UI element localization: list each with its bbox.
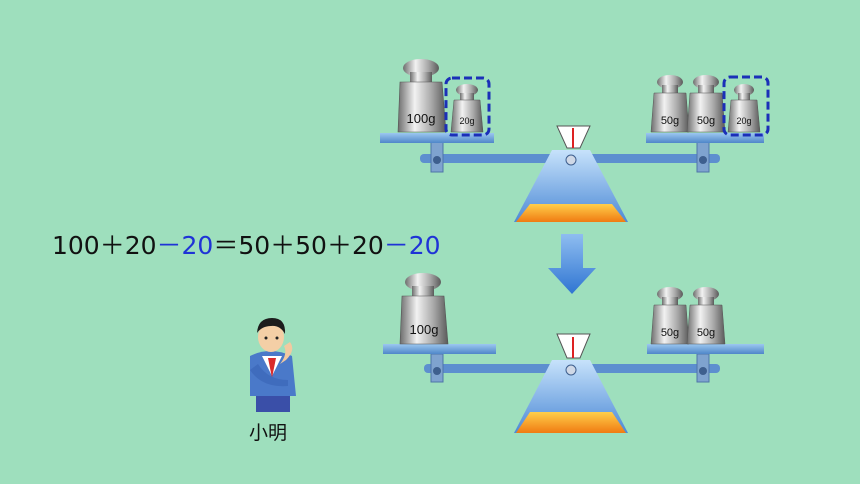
- equation-part: 100＋20: [52, 231, 157, 260]
- weight-50g: 50g: [686, 75, 726, 133]
- highlight-box-right: [722, 75, 770, 137]
- weight-label: 100g: [410, 322, 439, 337]
- boy-figure: [250, 318, 296, 412]
- scale-base-stripe: [516, 412, 626, 433]
- weight-50g: 50g: [650, 75, 690, 133]
- weight-100g: 100g: [397, 59, 447, 133]
- character-name: 小明: [249, 422, 288, 444]
- highlight-box-left: [444, 76, 491, 137]
- weight-label: 20g: [459, 116, 474, 126]
- weight-label: 20g: [736, 116, 751, 126]
- weight-100g: 100g: [399, 273, 449, 345]
- equation-part-subtract: －20: [156, 231, 214, 260]
- left-pan: [380, 133, 494, 143]
- scale-base-stripe: [516, 204, 626, 222]
- weight-label: 50g: [697, 327, 715, 339]
- right-pan: [647, 344, 764, 354]
- equation: 100＋20－20＝50＋50＋20－20: [52, 226, 441, 262]
- equation-part-subtract: －20: [383, 231, 441, 260]
- equation-part: ＝50＋50＋20: [213, 231, 384, 260]
- weight-50g: 50g: [650, 287, 690, 345]
- weight-label: 50g: [661, 327, 679, 339]
- bottom-scale: 100g 50g 50g: [383, 273, 764, 433]
- right-pan: [646, 133, 764, 143]
- weight-20g: 20g: [450, 84, 484, 133]
- weight-label: 50g: [697, 115, 715, 127]
- weight-label: 50g: [661, 115, 679, 127]
- weight-50g: 50g: [686, 287, 726, 345]
- top-scale: 100g 20g 50g 50g 20g: [380, 59, 770, 222]
- left-pan: [383, 344, 496, 354]
- down-arrow-icon: [548, 234, 596, 294]
- weight-label: 100g: [407, 111, 436, 126]
- weight-20g: 20g: [727, 84, 761, 133]
